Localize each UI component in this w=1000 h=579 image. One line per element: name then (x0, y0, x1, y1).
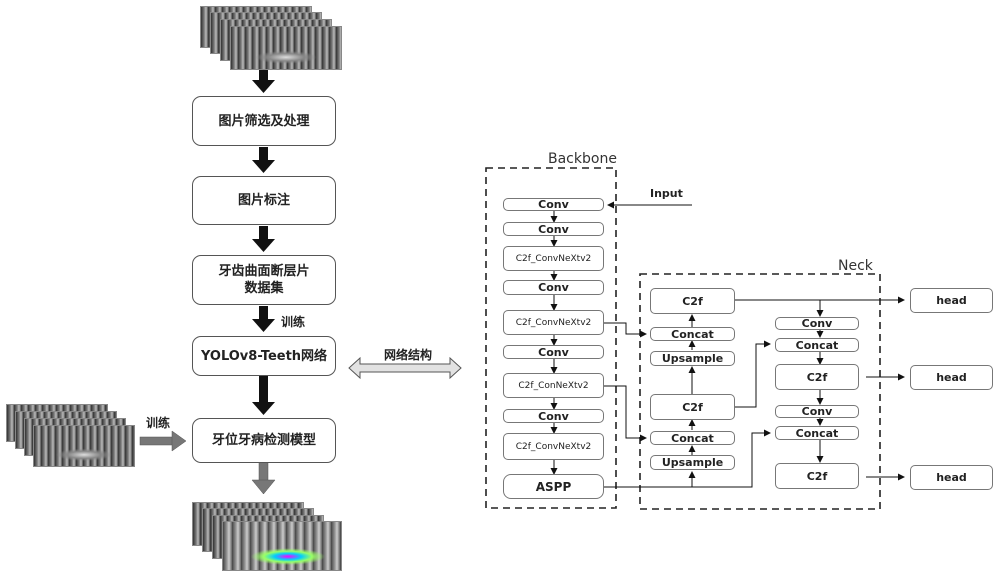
flow-step-image-filtering: 图片筛选及处理 (192, 96, 336, 146)
flow-arrow-3 (252, 226, 275, 252)
head-2: head (910, 365, 993, 390)
backbone-node-c2f-connextv2: C2f_ConNeXtv2 (503, 373, 604, 398)
backbone-node-aspp: ASPP (503, 474, 604, 499)
neck-node-conv-right-2: Conv (775, 405, 859, 418)
flow-arrow-5 (252, 375, 275, 415)
head-1: head (910, 288, 993, 313)
neck-node-c2f-top: C2f (650, 288, 735, 314)
neck-node-upsample-bottom: Upsample (650, 455, 735, 470)
flow-step-detection-model: 牙位牙病检测模型 (192, 418, 336, 463)
neck-node-concat-bottom: Concat (650, 431, 735, 445)
backbone-node-c2f-convnextv2-3: C2f_ConvNeXtv2 (503, 433, 604, 460)
flow-arrow-output (252, 462, 275, 494)
head-3: head (910, 465, 993, 490)
train-arrow-horizontal (140, 431, 186, 451)
flow-arrow-2 (252, 147, 275, 173)
backbone-node-conv-2: Conv (503, 222, 604, 236)
neck-node-c2f-right-2: C2f (775, 463, 859, 489)
neck-node-conv-right-1: Conv (775, 317, 859, 330)
backbone-title: Backbone (548, 151, 617, 167)
neck-node-upsample-top: Upsample (650, 351, 735, 366)
flow-arrow-1 (252, 68, 275, 93)
backbone-node-conv-3: Conv (503, 280, 604, 295)
flow-step-image-annotation: 图片标注 (192, 176, 336, 225)
backbone-node-conv-4: Conv (503, 345, 604, 359)
flow-step-dataset: 牙齿曲面断层片 数据集 (192, 255, 336, 305)
neck-node-c2f-right-1: C2f (775, 364, 859, 390)
backbone-node-c2f-convnextv2-2: C2f_ConvNeXtv2 (503, 310, 604, 335)
xray-image (33, 425, 135, 467)
flow-step-yolov8-network: YOLOv8-Teeth网络 (192, 336, 336, 376)
neck-title: Neck (838, 258, 873, 274)
network-structure-label: 网络结构 (384, 346, 432, 363)
neck-node-concat-right-2: Concat (775, 426, 859, 440)
neck-node-concat-top: Concat (650, 327, 735, 341)
xray-image (230, 26, 342, 70)
train-label-vertical: 训练 (281, 313, 305, 330)
neck-node-concat-right-1: Concat (775, 338, 859, 352)
neck-node-c2f-middle: C2f (650, 394, 735, 420)
input-label: Input (650, 187, 683, 200)
backbone-node-conv-1: Conv (503, 198, 604, 211)
train-label-horizontal: 训练 (146, 414, 170, 431)
backbone-node-conv-5: Conv (503, 409, 604, 423)
annotated-xray-image (222, 521, 342, 571)
flow-arrow-4 (252, 306, 275, 332)
backbone-node-c2f-convnextv2-1: C2f_ConvNeXtv2 (503, 246, 604, 271)
